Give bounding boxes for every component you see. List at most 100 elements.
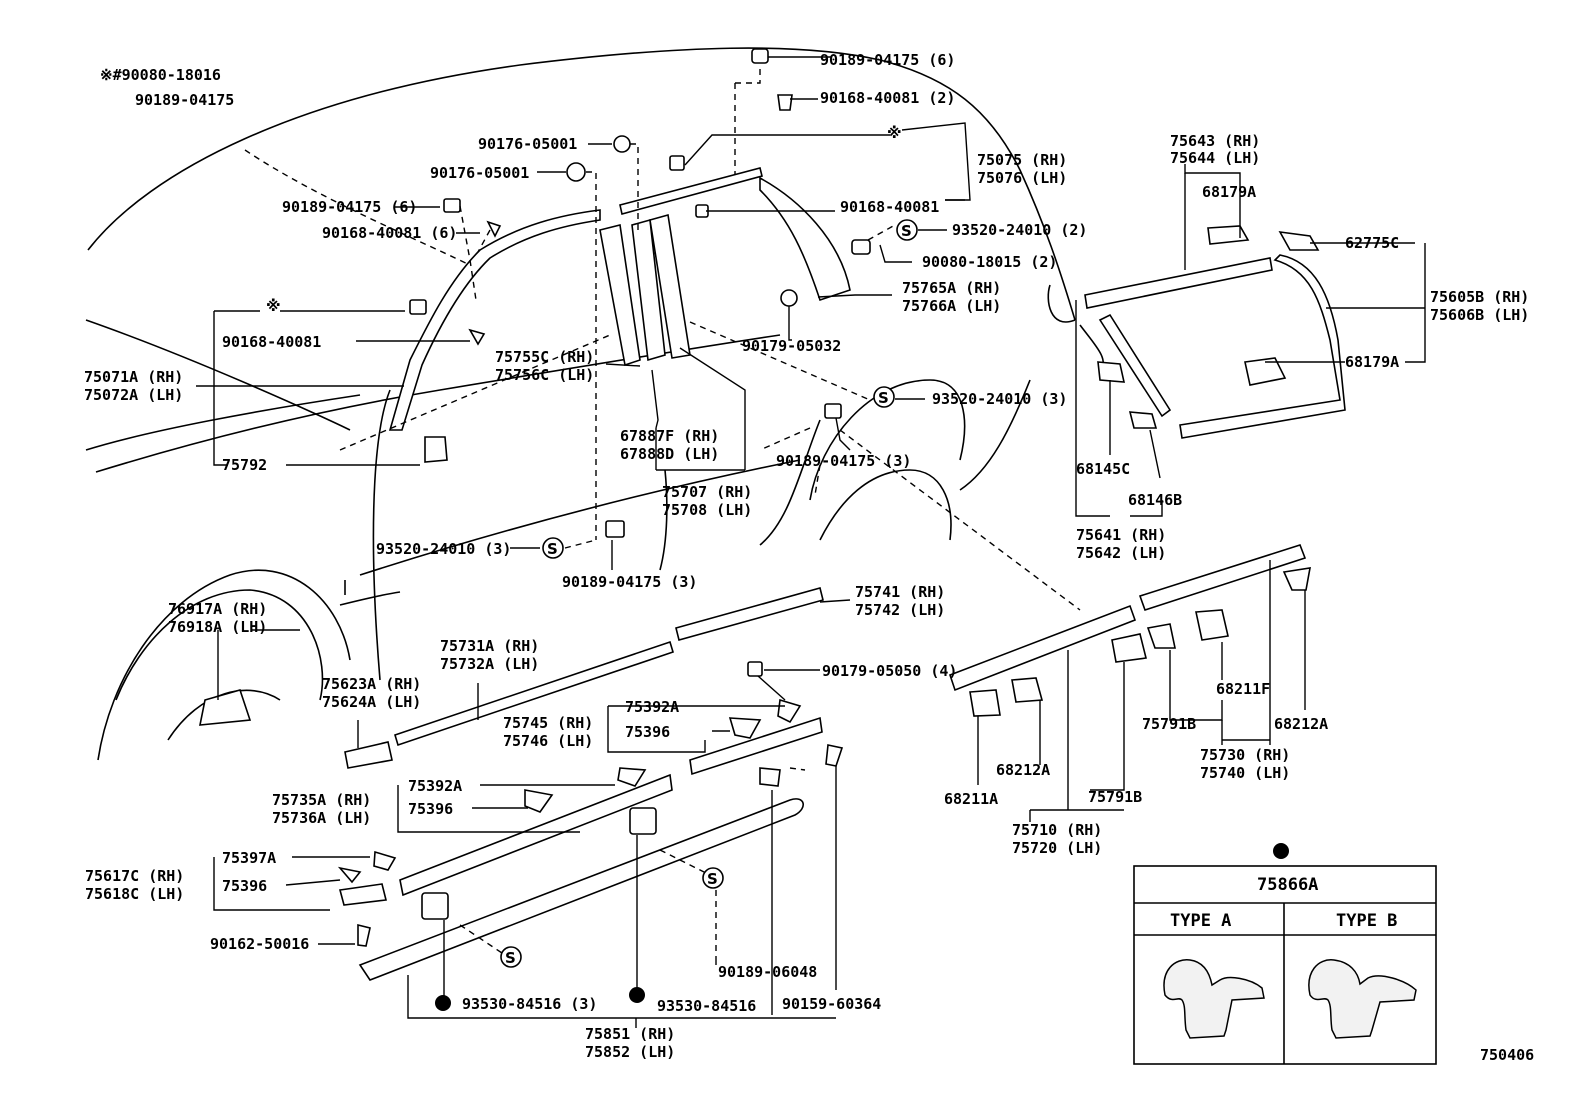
fastener-dots [435, 843, 1289, 1011]
label-75642: 75642 (LH) [1076, 544, 1166, 562]
label-90080-18015-2: 90080-18015 (2) [922, 253, 1057, 271]
label-68145C: 68145C [1076, 460, 1130, 478]
label-75731A: 75731A (RH) [440, 637, 539, 655]
label-68179A: 68179A [1202, 183, 1256, 201]
label-75606B: 75606B (LH) [1430, 306, 1529, 324]
label-68179A: 68179A [1345, 353, 1399, 371]
label-75641: 75641 (RH) [1076, 526, 1166, 544]
label-76918A: 76918A (LH) [168, 618, 267, 636]
label-75617C: 75617C (RH) [85, 867, 184, 885]
label-90176-05001: 90176-05001 [478, 135, 577, 153]
label-90176-05001: 90176-05001 [430, 164, 529, 182]
label-75644: 75644 (LH) [1170, 149, 1260, 167]
label-75075: 75075 (RH) [977, 151, 1067, 169]
label-67888D: 67888D (LH) [620, 445, 719, 463]
label-90189-04175-6: 90189-04175 (6) [282, 198, 417, 216]
quarter-belt-moldings [948, 544, 1307, 692]
label-90168-40081-2: 90168-40081 (2) [820, 89, 955, 107]
label-93530-84516: 93530-84516 [657, 997, 756, 1015]
label-93520-24010-3: 93520-24010 (3) [376, 540, 511, 558]
label-90168-40081-6: 90168-40081 (6) [322, 224, 457, 242]
roof-drip-molding [388, 167, 763, 431]
s-symbol: S [707, 870, 718, 888]
label-90179-05050-4: 90179-05050 (4) [822, 662, 957, 680]
label-75741: 75741 (RH) [855, 583, 945, 601]
label-75740: 75740 (LH) [1200, 764, 1290, 782]
label-67887F: 67887F (RH) [620, 427, 719, 445]
label-75392A: 75392A [408, 777, 462, 795]
label-75852: 75852 (LH) [585, 1043, 675, 1061]
label-68146B: 68146B [1128, 491, 1182, 509]
label-75707: 75707 (RH) [662, 483, 752, 501]
s-symbol: S [547, 540, 558, 558]
clip-table-type-b: TYPE B [1336, 911, 1397, 931]
label-75766A: 75766A (LH) [902, 297, 1001, 315]
label-90168-40081: 90168-40081 [840, 198, 939, 216]
label-90159-60364: 90159-60364 [782, 995, 881, 1013]
label-90179-05032: 90179-05032 [742, 337, 841, 355]
label-75765A: 75765A (RH) [902, 279, 1001, 297]
s-symbol: S [505, 949, 516, 967]
label-75745: 75745 (RH) [503, 714, 593, 732]
s-symbols [500, 219, 918, 968]
label-93530-84516-3: 93530-84516 (3) [462, 995, 597, 1013]
label-75742: 75742 (LH) [855, 601, 945, 619]
label-90189-04175-3: 90189-04175 (3) [562, 573, 697, 591]
note-line2: 90189-04175 [135, 91, 234, 109]
clip-type-table: 75866A TYPE A TYPE B [1133, 865, 1437, 1065]
label-75708: 75708 (LH) [662, 501, 752, 519]
label-75851: 75851 (RH) [585, 1025, 675, 1043]
label-90189-06048: 90189-06048 [718, 963, 817, 981]
quarter-window-moldings [1084, 254, 1346, 439]
clip-table-type-a: TYPE A [1170, 911, 1231, 931]
center-pillar-moldings [599, 213, 691, 367]
label-75071A: 75071A (RH) [84, 368, 183, 386]
label-75730: 75730 (RH) [1200, 746, 1290, 764]
s-symbol: S [878, 389, 889, 407]
label-75397A: 75397A [222, 849, 276, 867]
label-90162-50016: 90162-50016 [210, 935, 309, 953]
label-75072A: 75072A (LH) [84, 386, 183, 404]
clip-table-part-number: 75866A [1257, 875, 1318, 895]
label-75720: 75720 (LH) [1012, 839, 1102, 857]
label-75396: 75396 [625, 723, 670, 741]
label-75643: 75643 (RH) [1170, 132, 1260, 150]
label-68212A: 68212A [1274, 715, 1328, 733]
label-75623A: 75623A (RH) [322, 675, 421, 693]
label-75396: 75396 [408, 800, 453, 818]
label-75792: 75792 [222, 456, 267, 474]
label-93520-24010-2: 93520-24010 (2) [952, 221, 1087, 239]
label-62775C: 62775C [1345, 234, 1399, 252]
label-75618C: 75618C (LH) [85, 885, 184, 903]
label-75735A: 75735A (RH) [272, 791, 371, 809]
label-76917A: 76917A (RH) [168, 600, 267, 618]
rocker-panel-moldings [338, 716, 823, 981]
part-labels: ※#90080-18016 90189-04175 90189-04175 (6… [84, 51, 1534, 1064]
label-75791B: 75791B [1142, 715, 1196, 733]
label-75736A: 75736A (LH) [272, 809, 371, 827]
label-75396: 75396 [222, 877, 267, 895]
label-90189-04175-3: 90189-04175 (3) [776, 452, 911, 470]
clip-type-a-shape [1163, 959, 1265, 1039]
label-75732A: 75732A (LH) [440, 655, 539, 673]
label-75076: 75076 (LH) [977, 169, 1067, 187]
label-68211A: 68211A [944, 790, 998, 808]
clip-type-b-shape [1308, 959, 1417, 1039]
label-75746: 75746 (LH) [503, 732, 593, 750]
label-90189-04175-6: 90189-04175 (6) [820, 51, 955, 69]
label-75392A: 75392A [625, 698, 679, 716]
star-marker: ※ [887, 124, 902, 142]
note-line1: ※#90080-18016 [100, 66, 221, 84]
label-75756C: 75756C (LH) [495, 366, 594, 384]
s-symbol: S [901, 222, 912, 240]
label-75624A: 75624A (LH) [322, 693, 421, 711]
label-90168-40081: 90168-40081 [222, 333, 321, 351]
label-75791B: 75791B [1088, 788, 1142, 806]
clip-parts [199, 48, 1320, 947]
label-93520-24010-3: 93520-24010 (3) [932, 390, 1067, 408]
label-75710: 75710 (RH) [1012, 821, 1102, 839]
label-75605B: 75605B (RH) [1430, 288, 1529, 306]
door-belt-moldings [344, 587, 824, 769]
label-68212A: 68212A [996, 761, 1050, 779]
